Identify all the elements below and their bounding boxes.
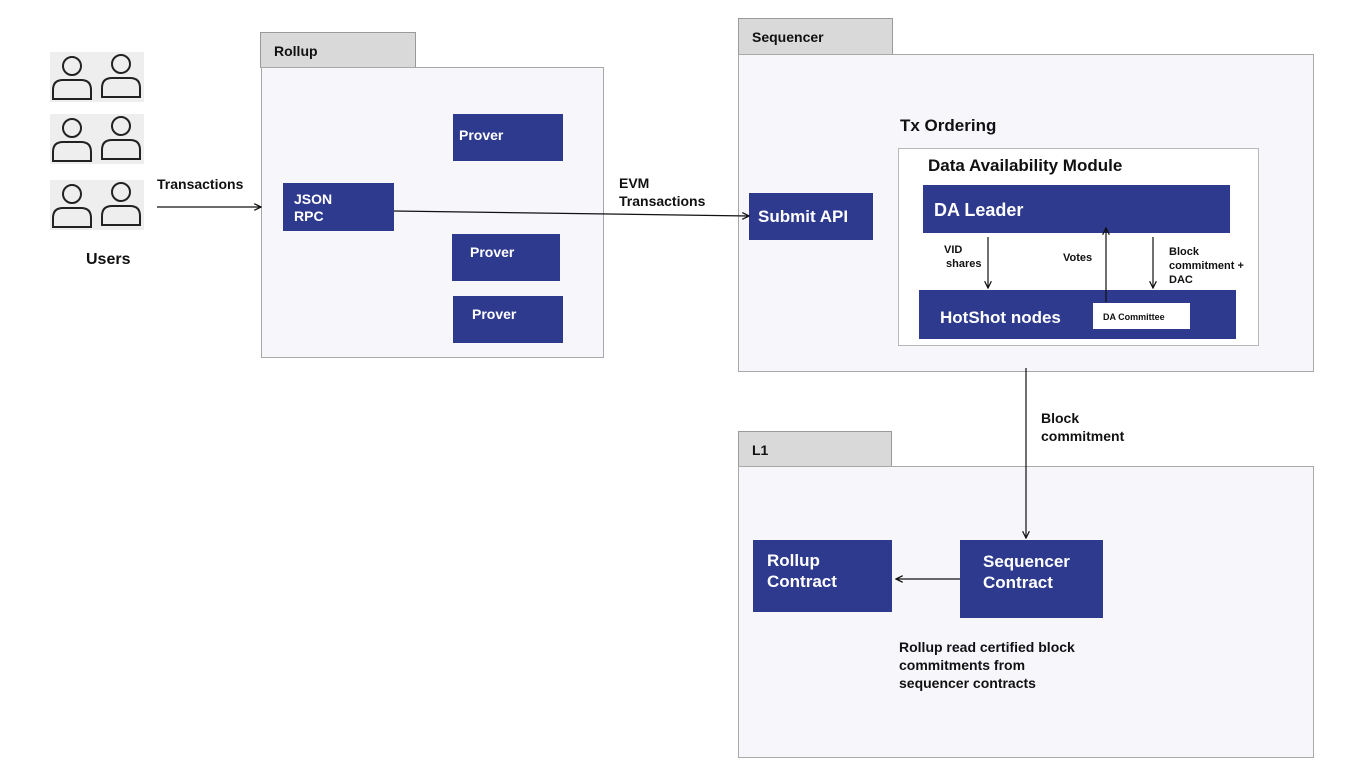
evm-transactions-label: EVM Transactions [619,174,705,210]
transactions-label: Transactions [157,176,244,192]
block-commitment-dac-label: Block commitment + DAC [1169,245,1244,287]
prover-box-2: Prover [452,234,560,281]
bc-line1: Block [1041,410,1080,426]
votes-label: Votes [1063,252,1093,264]
vid-line2: shares [946,258,982,270]
sequencer-contract-box: Sequencer Contract [960,540,1103,618]
user-icon [101,116,141,160]
bcd-line1: Block [1169,246,1199,258]
json-rpc-line1: JSON [294,191,333,207]
prover-box-3: Prover [453,296,563,343]
user-icon [52,118,92,162]
users-label: Users [86,251,131,268]
user-icon [101,54,141,98]
user-icon [52,184,92,228]
l1-tab: L1 [738,431,892,467]
da-module-label: Data Availability Module [928,156,1123,175]
user-pair-2 [50,114,144,164]
sc-line1: Sequencer [983,552,1070,571]
tx-ordering-label: Tx Ordering [900,116,997,135]
sc-line2: Contract [983,573,1053,592]
user-icon [101,182,141,226]
evm-line1: EVM [619,175,650,191]
da-leader-box: DA Leader [923,185,1230,233]
sequencer-tab: Sequencer [738,18,893,55]
l1-note: Rollup read certified block commitments … [899,638,1075,692]
note-line3: sequencer contracts [899,675,1036,691]
rollup-tab: Rollup [260,32,416,68]
json-rpc-line2: RPC [294,208,324,224]
rollup-contract-box: Rollup Contract [753,540,892,612]
note-line2: commitments from [899,657,1026,673]
prover-box-1: Prover [453,114,563,161]
block-commitment-label: Block commitment [1041,409,1124,445]
bcd-line3: DAC [1169,274,1193,286]
bcd-line2: commitment + [1169,260,1244,272]
da-committee-box: DA Committee [1093,303,1190,329]
note-line1: Rollup read certified block [899,639,1075,655]
user-pair-1 [50,52,144,102]
user-pair-3 [50,180,144,230]
rc-line1: Rollup [767,551,820,570]
submit-api-box: Submit API [749,193,873,240]
user-icon [52,56,92,100]
bc-line2: commitment [1041,428,1125,444]
vid-line1: VID [944,244,963,256]
evm-line2: Transactions [619,193,706,209]
vid-shares-label: VID shares [944,243,981,271]
rc-line2: Contract [767,572,837,591]
json-rpc-box: JSON RPC [283,183,394,231]
